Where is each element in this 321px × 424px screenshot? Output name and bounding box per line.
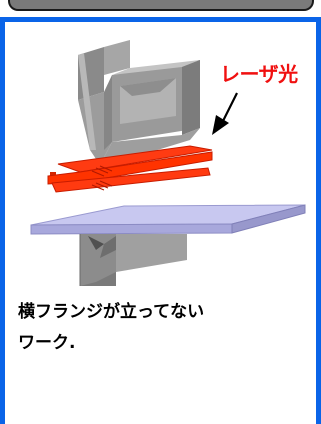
laser-arrow — [212, 92, 238, 135]
laser-beams — [47, 145, 213, 193]
punch-tool — [78, 40, 200, 172]
caption: 横フランジが立ってない ワーク. — [18, 297, 308, 359]
caption-line-2: ワーク. — [18, 333, 76, 353]
caption-line-1: 横フランジが立ってない — [18, 302, 205, 322]
workpiece-plate — [30, 204, 306, 235]
laser-label: レーザ光 — [220, 62, 298, 86]
die-tool — [79, 234, 187, 286]
